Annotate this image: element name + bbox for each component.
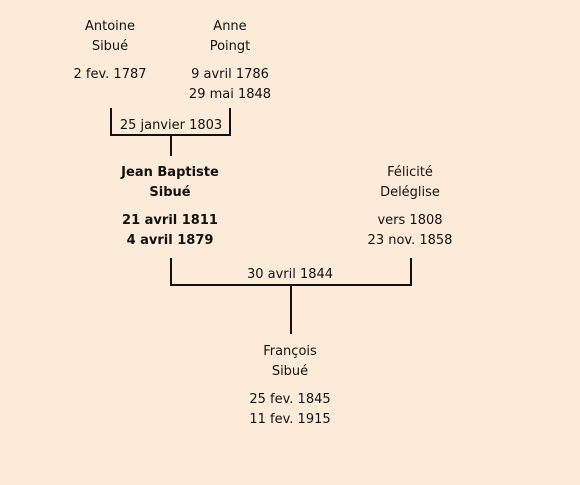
person-birth-date: 2 fev. 1787	[73, 67, 147, 82]
connector-left-vertical	[170, 258, 172, 286]
person-antoine-sibue: Antoine Sibué 2 fev. 1787	[73, 17, 146, 85]
person-last-name: Poingt	[209, 39, 251, 54]
person-felicite-deleglise: Félicité Deléglise vers 1808 23 nov. 185…	[368, 163, 453, 251]
person-first-name: Félicité	[387, 165, 433, 180]
marriage-line	[110, 134, 231, 136]
person-last-name: Deléglise	[380, 185, 440, 200]
person-jean-baptiste-sibue: Jean Baptiste Sibué 21 avril 1811 4 avri…	[121, 163, 219, 251]
person-birth-date: 25 fev. 1845	[249, 392, 331, 407]
person-last-name: Sibué	[271, 364, 309, 379]
connector-right-vertical	[410, 258, 412, 286]
descent-line	[170, 136, 172, 156]
connector-left-vertical	[110, 108, 112, 136]
person-last-name: Sibué	[91, 39, 129, 54]
marriage-date: 30 avril 1844	[246, 267, 334, 282]
person-death-date: 23 nov. 1858	[367, 233, 453, 248]
person-last-name: Sibué	[149, 185, 191, 200]
person-death-date: 29 mai 1848	[188, 87, 272, 102]
connector-right-vertical	[229, 108, 231, 136]
person-birth-date: vers 1808	[377, 213, 443, 228]
person-death-date: 11 fev. 1915	[249, 412, 331, 427]
person-first-name: Antoine	[84, 19, 136, 34]
person-anne-poingt: Anne Poingt 9 avril 1786 29 mai 1848	[189, 17, 271, 105]
marriage-date: 25 janvier 1803	[119, 118, 223, 133]
descent-line	[290, 286, 292, 334]
person-death-date: 4 avril 1879	[126, 233, 214, 248]
person-first-name: Anne	[213, 19, 247, 34]
marriage-line	[170, 284, 412, 286]
person-francois-sibue: François Sibué 25 fev. 1845 11 fev. 1915	[249, 342, 330, 430]
person-first-name: Jean Baptiste	[121, 165, 219, 180]
person-birth-date: 21 avril 1811	[122, 213, 218, 228]
person-first-name: François	[263, 344, 317, 359]
person-birth-date: 9 avril 1786	[191, 67, 269, 82]
